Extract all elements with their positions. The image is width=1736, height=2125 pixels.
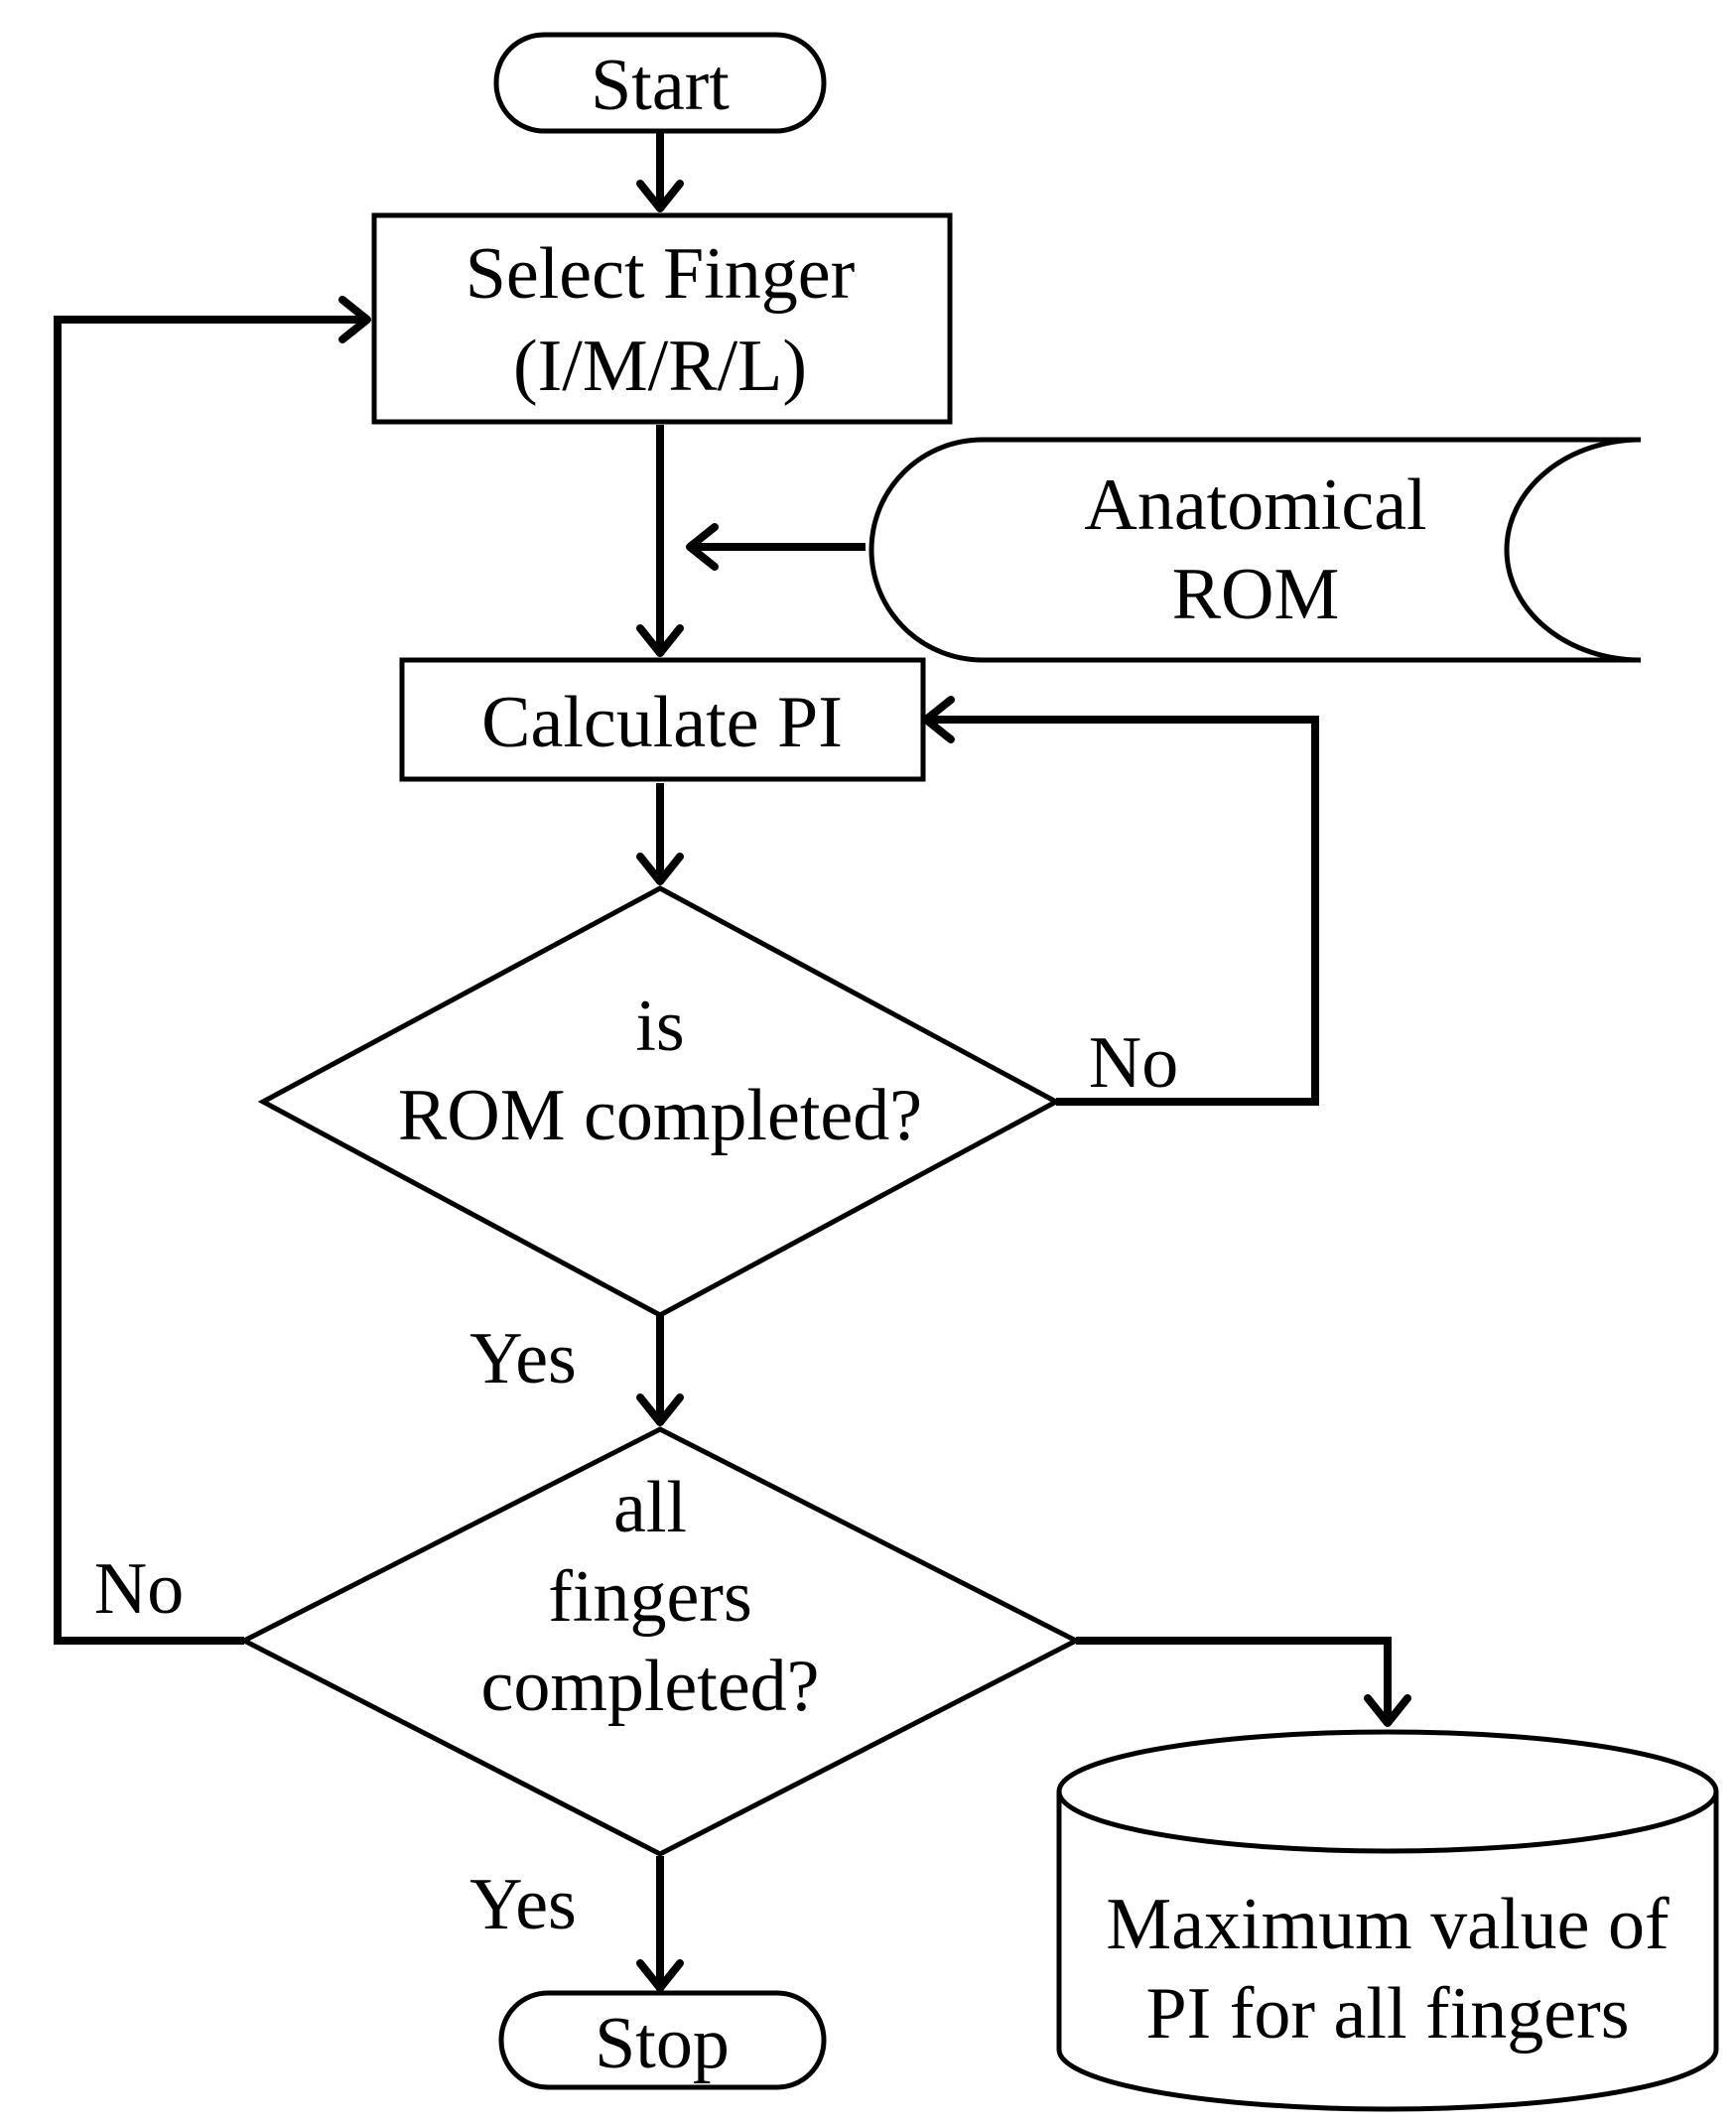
edge-fingers-no-loop	[54, 316, 367, 1645]
anatomical-rom-line-1: Anatomical	[1084, 465, 1426, 546]
arrowhead	[686, 523, 719, 571]
arrowhead	[1364, 1694, 1411, 1727]
select-finger-process: Select Finger (I/M/R/L)	[371, 212, 953, 425]
result-database-top	[1056, 1729, 1719, 1854]
fingers-no-label: No	[94, 1548, 184, 1630]
calculate-pi-label: Calculate PI	[481, 682, 843, 763]
anatomical-rom-storage: Anatomical ROM	[868, 437, 1642, 663]
anatomical-rom-line-2: ROM	[1172, 554, 1340, 635]
anatomical-rom-shape	[868, 437, 1642, 663]
fingers-decision-line-3: completed?	[480, 1646, 819, 1727]
result-line-2: PI for all fingers	[1145, 1973, 1629, 2055]
result-database: Maximum value of PI for all fingers	[1056, 1729, 1719, 2112]
arrowhead	[338, 296, 371, 343]
connectors	[54, 131, 1411, 1992]
stop-terminal: Stop	[498, 1990, 827, 2090]
edge-labels: No Yes No Yes	[94, 1022, 1178, 1945]
fingers-decision-line-1: all	[613, 1467, 687, 1548]
stop-shape	[498, 1990, 827, 2090]
arrowhead	[636, 853, 684, 885]
select-finger-line-2: (I/M/R/L)	[513, 326, 807, 407]
edge-rom-no-loop	[926, 716, 1319, 1106]
start-label: Start	[591, 45, 730, 126]
rom-decision-line-1: is	[635, 986, 684, 1067]
calculate-pi-box	[399, 657, 926, 782]
select-finger-line-1: Select Finger	[466, 233, 856, 315]
arrowhead	[636, 180, 684, 212]
fingers-yes-label: Yes	[469, 1864, 577, 1945]
result-line-1: Maximum value of	[1106, 1884, 1669, 1965]
arrowhead	[636, 1394, 684, 1426]
start-shape	[493, 32, 827, 134]
rom-no-label: No	[1089, 1022, 1178, 1104]
rom-decision-line-2: ROM completed?	[398, 1075, 922, 1156]
fingers-decision-line-2: fingers	[548, 1556, 752, 1638]
calculate-pi-process: Calculate PI	[399, 657, 926, 782]
rom-yes-label: Yes	[469, 1318, 577, 1399]
arrowhead	[922, 696, 955, 743]
start-terminal: Start	[493, 32, 827, 134]
arrowhead	[636, 624, 684, 657]
arrowhead	[636, 1959, 684, 1992]
fingers-decision-diamond	[238, 1426, 1082, 1857]
select-finger-box	[371, 212, 953, 425]
fingers-decision: all fingers completed?	[238, 1426, 1082, 1857]
stop-label: Stop	[595, 2003, 730, 2084]
edge-fingers-to-result	[1076, 1637, 1392, 1725]
rom-decision: is ROM completed?	[257, 885, 1062, 1318]
result-database-body	[1056, 1792, 1719, 2112]
rom-decision-diamond	[257, 885, 1062, 1318]
